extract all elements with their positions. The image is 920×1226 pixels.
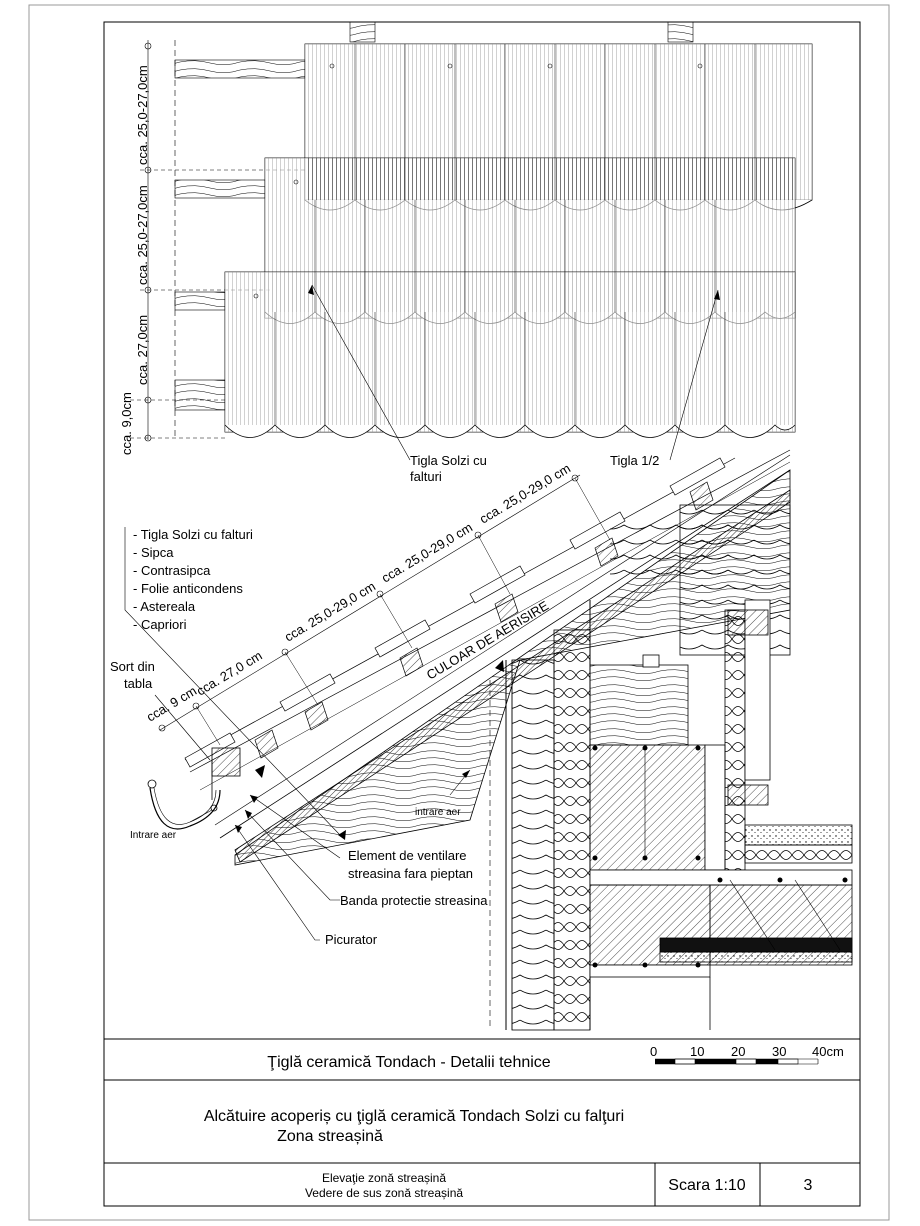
callout-element-2: streasina fara pieptan xyxy=(348,866,473,881)
layer-6: - Capriori xyxy=(133,617,187,632)
dim-top-1: cca. 9,0cm xyxy=(119,392,134,455)
dim-top-3: cca. 25,0-27,0cm xyxy=(135,185,150,285)
scale-text: Scara 1:10 xyxy=(668,1177,745,1194)
scale-label-0: 0 xyxy=(650,1044,657,1059)
dim-slope-5: cca. 25,0-29,0 cm xyxy=(477,460,573,526)
scale-label-10: 10 xyxy=(690,1044,704,1059)
callout-intrare-aer-right: intrare aer xyxy=(415,807,461,818)
sheet-title: Ţiglă ceramică Tondach - Detalii tehnice xyxy=(267,1054,551,1071)
description-line-2: Zona streașină xyxy=(277,1128,383,1145)
sheet-number: 3 xyxy=(804,1177,813,1194)
dim-slope-4: cca. 25,0-29,0 cm xyxy=(379,519,475,585)
description-line-1: Alcătuire acoperiș cu ţiglă ceramică Ton… xyxy=(204,1108,624,1125)
scale-label-40: 40cm xyxy=(812,1044,844,1059)
callout-tigla-half: Tigla 1/2 xyxy=(610,453,659,468)
layer-3: - Contrasipca xyxy=(133,563,211,578)
scale-label-20: 20 xyxy=(731,1044,745,1059)
callout-banda: Banda protectie streasina xyxy=(340,893,488,908)
dim-slope-3: cca. 25,0-29,0 cm xyxy=(282,578,378,644)
layer-2: - Sipca xyxy=(133,545,174,560)
title-block xyxy=(103,1038,861,1207)
layer-5: - Astereala xyxy=(133,599,196,614)
callout-tigla-solzi-2: falturi xyxy=(410,469,442,484)
tile-plan-view xyxy=(130,21,813,461)
sheet-outer-frame xyxy=(28,4,890,1221)
callout-sort-1: Sort din xyxy=(110,659,155,674)
callout-intrare-aer-left: Intrare aer xyxy=(130,830,177,841)
layer-4: - Folie anticondens xyxy=(133,581,243,596)
callout-sort-2: tabla xyxy=(124,676,153,691)
dim-top-4: cca. 25,0-27,0cm xyxy=(135,65,150,165)
dim-top-2: cca. 27,0cm xyxy=(135,315,150,385)
callout-element-1: Element de ventilare xyxy=(348,848,467,863)
layer-1: - Tigla Solzi cu falturi xyxy=(133,527,253,542)
scale-label-30: 30 xyxy=(772,1044,786,1059)
view-line-2: Vedere de sus zonă streașină xyxy=(305,1186,463,1200)
callout-tigla-solzi-1: Tigla Solzi cu xyxy=(410,453,487,468)
callout-picurator: Picurator xyxy=(325,932,378,947)
scale-bar xyxy=(655,1058,819,1065)
view-line-1: Elevaţie zonă streașină xyxy=(322,1171,446,1185)
eave-section xyxy=(124,449,853,1031)
